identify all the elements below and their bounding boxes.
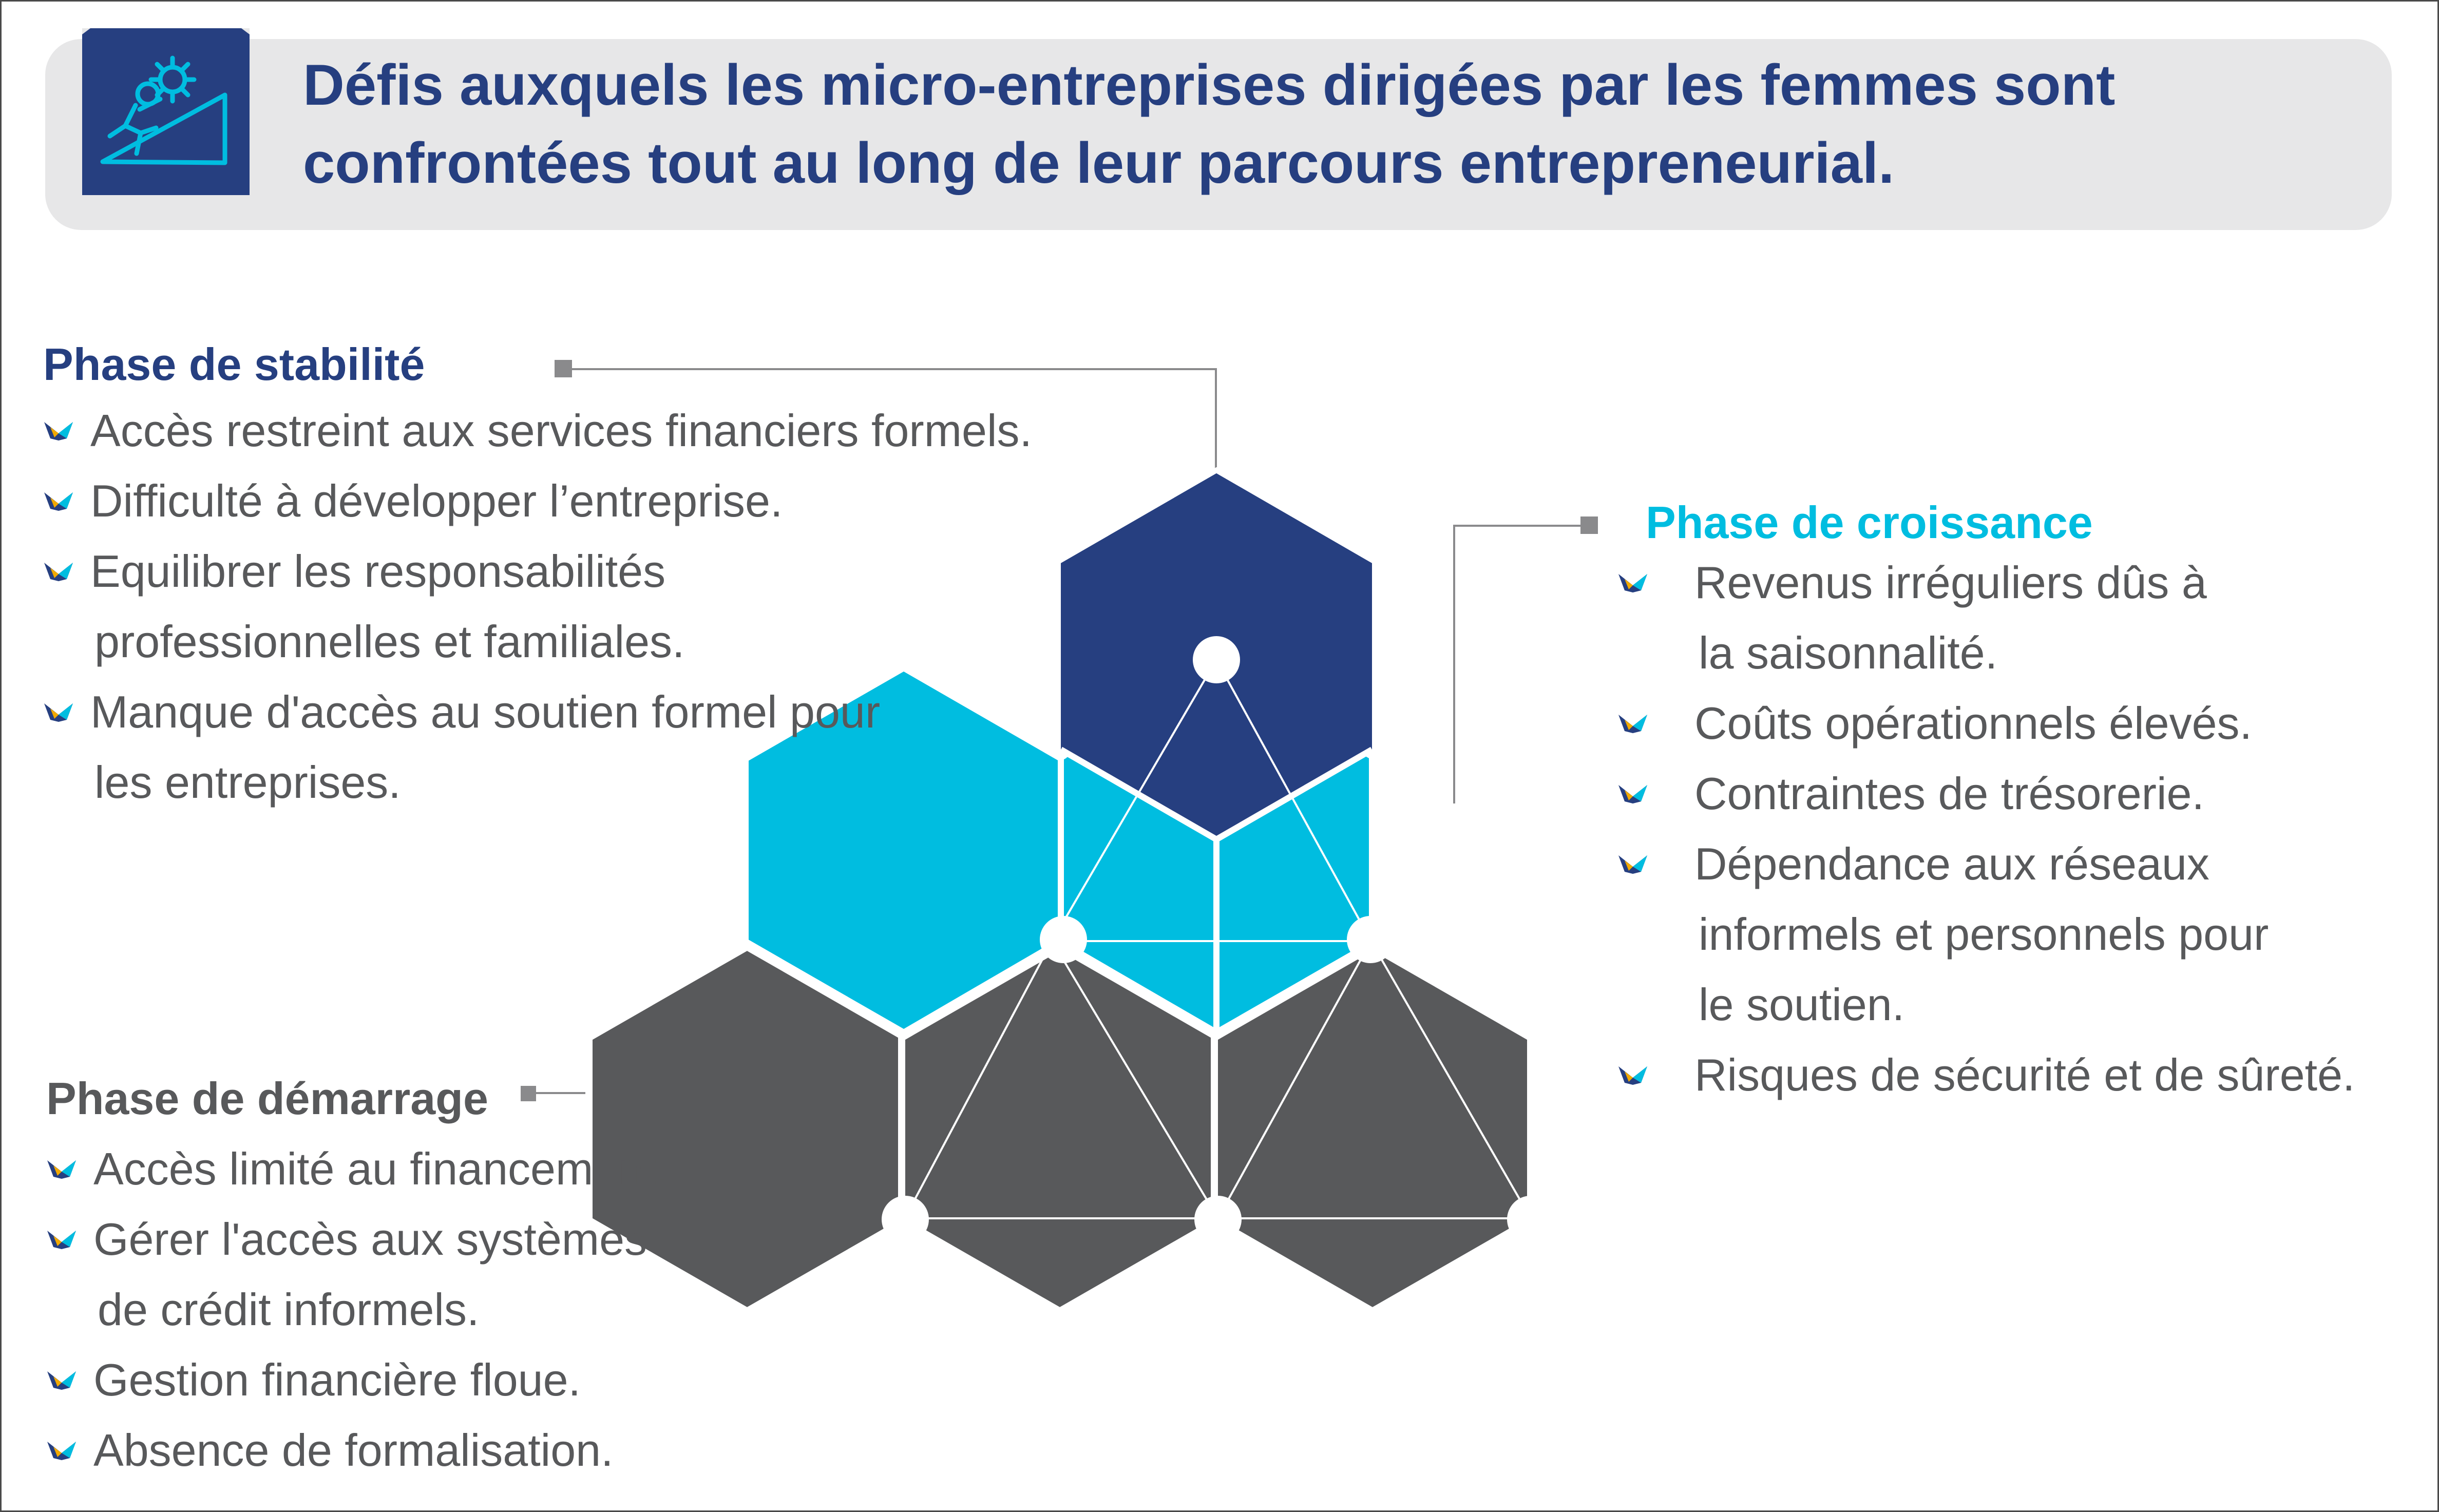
page-title-line-2: confrontées tout au long de leur parcour… [303,131,1895,195]
phase-growth: Phase de croissance Revenus irréguliers … [1617,497,2355,1110]
network-edge [1217,941,1372,1219]
phase-start-list: Accès limité au financement. Gérer l'acc… [46,1134,669,1485]
chevron-bullet-icon [1618,855,1647,874]
phase-growth-title: Phase de croissance [1646,497,2093,548]
phase-start: Phase de démarrage Accès limité au finan… [46,1073,669,1485]
growth-connector-line [1453,525,1589,803]
list-item: Gérer l'accès aux systèmes de crédit inf… [46,1204,669,1345]
chevron-bullet-icon [44,492,73,511]
page-title: Défis auxquels les micro-entreprises dir… [303,46,2305,202]
chevron-bullet-icon [47,1442,76,1460]
list-item: Absence de formalisation. [46,1415,669,1485]
stability-connector-line [563,368,1217,471]
chevron-bullet-icon [44,703,73,722]
network-edge [1051,659,1217,942]
chevron-bullet-icon [44,422,73,441]
chevron-bullet-icon [1618,715,1647,733]
network-edge [1215,659,1372,942]
chevron-bullet-icon [47,1231,76,1249]
network-node [1347,916,1394,963]
list-item: Revenus irréguliers dûs à la saisonnalit… [1617,547,2355,688]
list-item: Risques de sécurité et de sûreté. [1617,1040,2355,1110]
list-item: Equilibrer les responsabilités professio… [43,536,1032,677]
list-item: Manque d'accès au soutien formel pour le… [43,677,1032,817]
phase-start-title: Phase de démarrage [46,1073,488,1124]
list-item: Dépendance aux réseaux informels et pers… [1617,829,2355,1040]
chevron-bullet-icon [1618,1066,1647,1085]
phase-stability: Phase de stabilité Accès restreint aux s… [43,339,1032,817]
list-item: Gestion financière floue. [46,1345,669,1415]
stability-connector-marker [555,360,572,377]
chevron-bullet-icon [47,1160,76,1179]
network-node [1040,916,1087,963]
network-node [1507,1196,1554,1243]
list-item: Accès limité au financement. [46,1134,669,1204]
list-item: Coûts opérationnels élevés. [1617,688,2355,758]
gear-climb-icon [82,28,250,195]
chevron-bullet-icon [47,1371,76,1390]
chevron-bullet-icon [44,563,73,581]
header-bar [45,39,2392,230]
network-node [882,1196,929,1243]
network-node [1194,1196,1242,1243]
hexagon-start-right [1211,942,1534,1316]
network-edge [1370,941,1532,1219]
chevron-bullet-icon [1618,785,1647,803]
phase-growth-list: Revenus irréguliers dûs à la saisonnalit… [1617,547,2355,1110]
growth-connector-marker [1580,516,1598,534]
chevron-bullet-icon [1618,574,1647,592]
list-item: Difficulté à développer l’entreprise. [43,466,1032,536]
page-title-line-1: Défis auxquels les micro-entreprises dir… [303,53,2116,117]
list-item: Contraintes de trésorerie. [1617,758,2355,829]
phase-stability-title: Phase de stabilité [43,339,425,390]
network-edge [1051,940,1219,1219]
network-edge [904,941,1053,1219]
phase-stability-list: Accès restreint aux services financiers … [43,395,1032,817]
start-connector-marker [521,1086,536,1101]
network-node [1193,636,1240,683]
list-item: Accès restreint aux services financiers … [43,395,1032,466]
